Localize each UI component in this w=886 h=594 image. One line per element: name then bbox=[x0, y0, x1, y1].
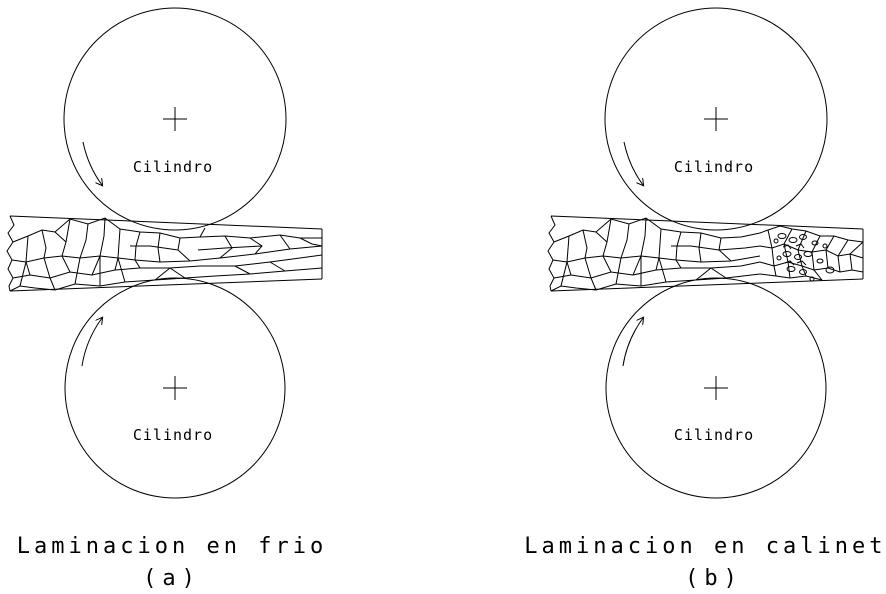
sublabel-a: (a) bbox=[143, 566, 201, 591]
rotation-arrow-icon bbox=[81, 318, 102, 367]
top-roll-label-a: Cilindro bbox=[133, 158, 213, 176]
top-roll-label-b: Cilindro bbox=[674, 158, 754, 176]
top-roll-a: Cilindro bbox=[63, 7, 287, 231]
caption-b: Laminacion en calinete bbox=[524, 534, 886, 559]
rotation-arrow-icon bbox=[623, 141, 643, 185]
strip-a bbox=[6, 215, 323, 292]
rotation-arrow-icon bbox=[82, 141, 102, 185]
bottom-roll-label-b: Cilindro bbox=[674, 426, 754, 444]
panel-a: Cilindro Cilindro Laminacion en frio (a) bbox=[6, 7, 327, 591]
caption-a: Laminacion en frio bbox=[17, 534, 327, 559]
top-roll-b: Cilindro bbox=[604, 7, 828, 231]
bottom-roll-a: Cilindro bbox=[64, 277, 286, 499]
panel-b: Cilindro Cilindro Laminacion en calinete… bbox=[524, 7, 886, 591]
bottom-roll-b: Cilindro bbox=[605, 277, 827, 499]
sublabel-b: (b) bbox=[685, 566, 743, 591]
rotation-arrow-icon bbox=[622, 318, 643, 367]
grain-structure-b bbox=[550, 217, 864, 292]
grain-structure-a bbox=[9, 217, 323, 292]
bottom-roll-label-a: Cilindro bbox=[133, 426, 213, 444]
